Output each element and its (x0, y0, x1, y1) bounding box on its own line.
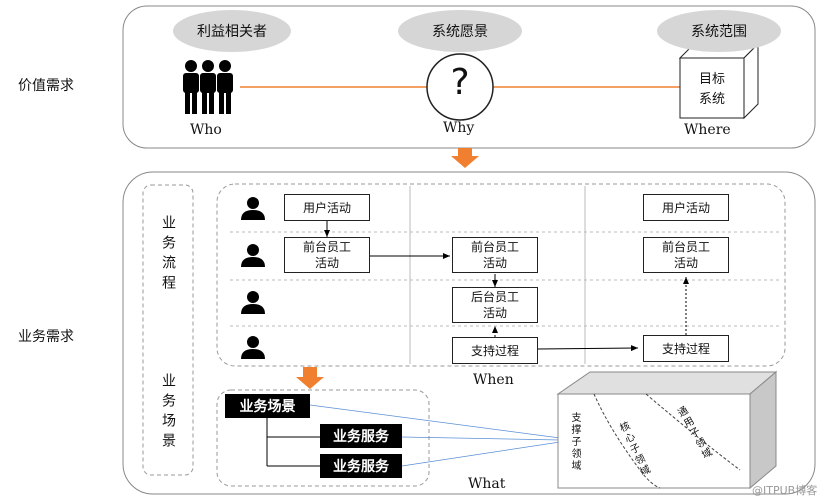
scene-label: 业务场景 (160, 373, 176, 453)
biz-req-label: 业务需求 (18, 329, 74, 345)
user-activity-box: 用户活动 (284, 194, 370, 221)
support-domain-label: 支撑子领域 (569, 412, 580, 472)
who-label: Who (190, 122, 222, 138)
what-label: What (468, 476, 506, 492)
domain-box-side (749, 370, 777, 490)
front-staff-box-2: 前台员工 活动 (452, 237, 538, 273)
down-arrow-1 (451, 148, 479, 168)
user-activity-box-2: 用户活动 (643, 194, 729, 221)
question-circle (426, 53, 494, 121)
process-grid (216, 183, 786, 367)
service-box-1: 业务服务 (320, 424, 402, 448)
scene-frame (216, 389, 430, 487)
business-frame (122, 171, 816, 495)
front-staff-box-1: 前台员工 活动 (284, 237, 370, 273)
front-staff-box-3: 前台员工 活动 (643, 237, 729, 273)
vision-cloud: 系统愿景 (398, 10, 522, 52)
when-label: When (473, 372, 514, 388)
why-label: Why (443, 120, 475, 136)
people-icon (183, 60, 233, 114)
support-box-1: 支持过程 (452, 337, 538, 364)
support-box-2: 支持过程 (643, 335, 729, 362)
watermark: @ITPUB博客 (752, 484, 818, 497)
scope-cloud: 系统范围 (657, 10, 781, 52)
target-system-label: 目标 系统 (698, 72, 725, 107)
domain-box-front (557, 393, 751, 489)
person-icon-3 (241, 291, 265, 314)
scene-main-box: 业务场景 (225, 394, 310, 418)
person-icon-1 (241, 197, 265, 220)
back-staff-box: 后台员工 活动 (452, 287, 538, 323)
where-label: Where (684, 122, 731, 138)
stakeholders-cloud: 利益相关者 (173, 10, 291, 52)
flow-label: 业务流程 (160, 215, 176, 295)
service-box-2: 业务服务 (320, 454, 402, 478)
person-icon-2 (241, 244, 265, 267)
value-req-label: 价值需求 (18, 78, 74, 94)
person-icon-4 (241, 336, 265, 359)
question-mark: ? (450, 62, 470, 103)
label-column (142, 184, 194, 476)
domain-box-top (556, 371, 778, 395)
down-arrow-2 (296, 367, 324, 389)
